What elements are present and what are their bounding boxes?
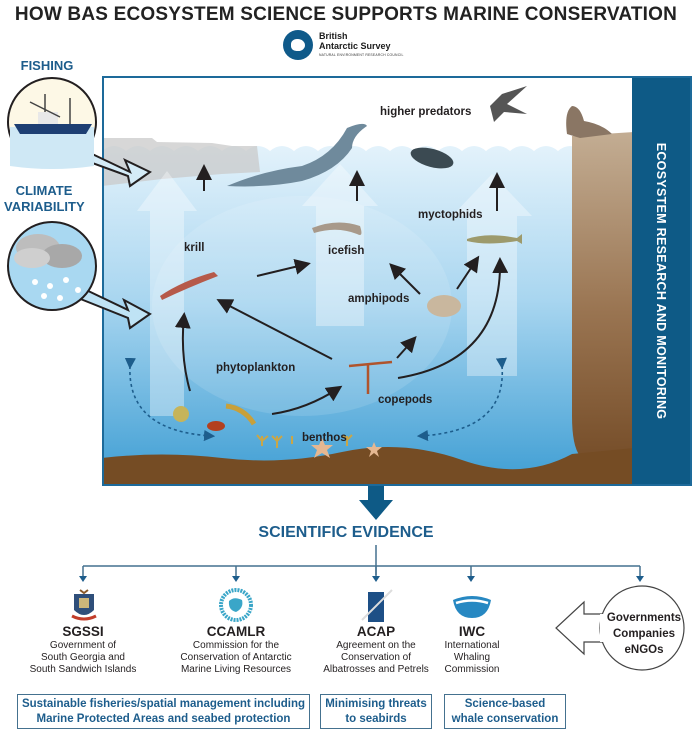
- benthic-pelagic-coupling-arrows: [124, 357, 507, 442]
- bas-logo-name: British Antarctic Survey: [319, 31, 391, 51]
- arrowhead: [467, 576, 475, 582]
- benthos-coral: [342, 434, 353, 446]
- snow-cloud-icon: [14, 234, 82, 301]
- ecosystem-illustration: [104, 86, 662, 484]
- icefish: [312, 222, 362, 235]
- arrowhead: [232, 576, 240, 582]
- benthos-starfish: [311, 438, 333, 458]
- phytoplankton-chain: [225, 403, 257, 426]
- benthos-coral: [256, 434, 293, 448]
- evidence-down-arrow: [359, 486, 393, 520]
- climate-pressure-callout: [7, 221, 152, 330]
- climate-variability-label: CLIMATE VARIABILITY: [4, 183, 85, 214]
- fishing-vessel-icon: [14, 94, 92, 134]
- ecosystem-panel: ECOSYSTEM RESEARCH AND MONITORING higher…: [102, 76, 692, 486]
- penguin: [410, 147, 454, 169]
- ecosystem-research-band: ECOSYSTEM RESEARCH AND MONITORING: [632, 78, 690, 484]
- label-myctophids: myctophids: [418, 209, 483, 221]
- scientific-evidence-heading: SCIENTIFIC EVIDENCE: [258, 524, 434, 541]
- evidence-connectors: [79, 545, 644, 582]
- antarctica-globe-icon: [283, 30, 313, 60]
- bas-logo-subtitle: NATURAL ENVIRONMENT RESEARCH COUNCIL: [319, 53, 404, 57]
- phytoplankton-cell: [173, 406, 189, 422]
- sgssi-crest-icon: [71, 589, 97, 621]
- outcome-box-whales: Science-based whale conservation: [444, 694, 566, 729]
- energy-flow-arrow: [452, 174, 532, 376]
- label-benthos: benthos: [302, 432, 347, 444]
- arrowhead: [636, 576, 644, 582]
- phytoplankton-cell: [207, 421, 225, 431]
- benthos-starfish: [366, 442, 382, 457]
- diagram-title: HOW BAS ECOSYSTEM SCIENCE SUPPORTS MARIN…: [14, 4, 678, 25]
- pressure-arrow: [76, 286, 152, 330]
- label-higher-predators: higher predators: [380, 106, 472, 118]
- iwc-whale-logo-icon: [453, 596, 491, 618]
- label-copepods: copepods: [378, 394, 433, 406]
- label-amphipods: amphipods: [348, 293, 410, 305]
- fur-seal: [566, 106, 612, 138]
- stakeholders-list: Governments Companies eNGOs: [606, 612, 682, 656]
- label-phytoplankton: phytoplankton: [216, 362, 296, 374]
- ocean-water: [104, 146, 662, 484]
- outcome-box-seabirds: Minimising threats to seabirds: [320, 694, 432, 729]
- acap-logo-icon: [361, 589, 393, 622]
- stakeholder-arrow: [555, 600, 605, 656]
- fishing-pressure-callout: [7, 77, 152, 188]
- stakeholders-callout: [555, 585, 685, 671]
- copepod: [348, 360, 393, 394]
- cliff: [572, 132, 634, 484]
- outcome-box-fisheries: Sustainable fisheries/spatial management…: [17, 694, 310, 729]
- energy-flow-arrow: [302, 164, 378, 326]
- arrowhead: [79, 576, 87, 582]
- humpback-whale: [227, 123, 367, 187]
- arrowhead: [372, 576, 380, 582]
- fishing-label: FISHING: [20, 58, 74, 73]
- org-iwc: IWC International Whaling Commission: [444, 624, 500, 675]
- label-icefish: icefish: [328, 245, 365, 257]
- albatross: [490, 86, 527, 122]
- krill: [160, 272, 218, 300]
- bas-logo: British Antarctic Survey NATURAL ENVIRON…: [283, 30, 433, 64]
- amphipod: [427, 295, 461, 317]
- food-web-arrows: [174, 164, 509, 415]
- seabed: [104, 447, 634, 484]
- org-ccamlr: CCAMLR Commission for the Conservation o…: [180, 624, 292, 675]
- band-label: ECOSYSTEM RESEARCH AND MONITORING: [654, 142, 668, 420]
- ccamlr-logo-icon: [219, 588, 253, 622]
- org-sgssi: SGSSI Government of South Georgia and So…: [29, 624, 137, 675]
- label-krill: krill: [184, 242, 205, 254]
- myctophid: [467, 234, 522, 244]
- org-acap: ACAP Agreement on the Conservation of Al…: [323, 624, 429, 675]
